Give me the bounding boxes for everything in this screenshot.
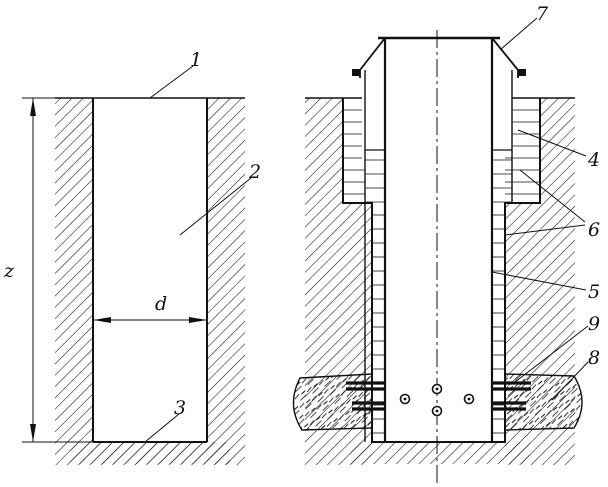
soil-right-bottom-hatch xyxy=(350,442,530,464)
soil-bottom-hatch xyxy=(70,442,230,464)
label-9: 9 xyxy=(588,313,600,335)
right-figure: 7 4 6 5 9 8 xyxy=(292,3,600,484)
leader-4 xyxy=(517,129,587,157)
soil-right-outer-hatch xyxy=(305,98,372,465)
leader-6b xyxy=(504,224,586,236)
dim-d-arrow-left xyxy=(93,317,111,323)
dim-d-arrow-right xyxy=(189,317,207,323)
collar-bolt-left xyxy=(352,69,360,76)
leader-6a xyxy=(519,169,586,223)
packing-fill-left xyxy=(343,109,365,195)
leader-7 xyxy=(499,17,538,51)
leader-2 xyxy=(179,177,252,236)
clamp-left xyxy=(346,381,385,411)
borehole-void xyxy=(93,98,207,442)
label-8: 8 xyxy=(588,347,600,369)
lining-right xyxy=(492,150,513,434)
label-6: 6 xyxy=(588,219,600,241)
leader-5 xyxy=(491,271,587,291)
label-5: 5 xyxy=(588,281,600,303)
left-figure: z d 1 2 3 xyxy=(3,49,261,465)
pit-void xyxy=(343,98,540,442)
dim-z-arrow-bottom xyxy=(30,424,36,442)
leader-1 xyxy=(149,65,194,99)
soil-right-hatch xyxy=(207,98,245,465)
label-1: 1 xyxy=(190,49,202,71)
packing-fill-right xyxy=(505,109,540,195)
pit-outline xyxy=(342,98,541,443)
collar-bolt-right xyxy=(518,69,526,76)
label-7: 7 xyxy=(536,3,549,25)
collar-flare-left xyxy=(359,37,386,78)
label-d: d xyxy=(155,293,167,315)
label-4: 4 xyxy=(587,149,600,171)
leader-3 xyxy=(144,413,180,443)
leader-8 xyxy=(551,361,589,401)
dim-z-arrow-top xyxy=(30,98,36,116)
clamp-right xyxy=(492,381,531,411)
soil-left-hatch xyxy=(55,98,230,465)
label-z: z xyxy=(3,260,15,282)
label-3: 3 xyxy=(174,397,186,419)
collar-flare-right xyxy=(491,37,519,78)
label-2: 2 xyxy=(248,161,261,183)
leader-9 xyxy=(514,325,589,383)
